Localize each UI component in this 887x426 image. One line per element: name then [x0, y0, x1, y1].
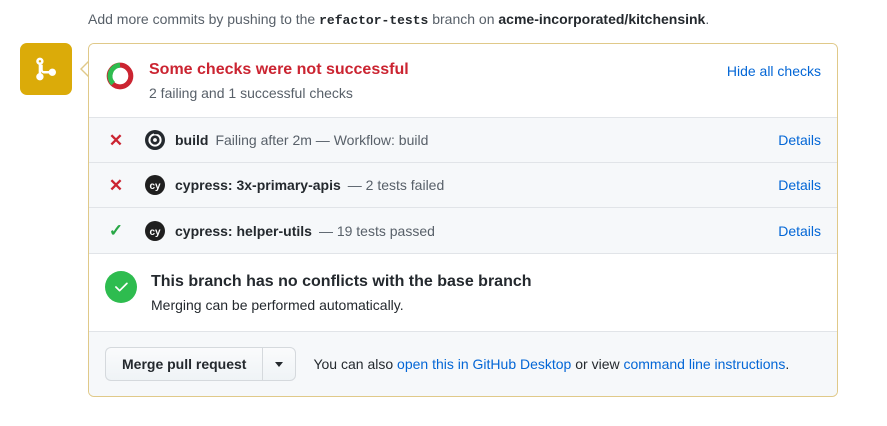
checks-list: ✕ build Failing after 2m — Workflow: bui…: [89, 117, 837, 253]
repo-name: acme-incorporated/kitchensink: [498, 11, 706, 27]
table-row[interactable]: ✕ build Failing after 2m — Workflow: bui…: [89, 118, 837, 163]
check-status-pass-icon: ✓: [108, 221, 124, 240]
merge-pull-request-button[interactable]: Merge pull request: [105, 347, 263, 381]
checks-header: Some checks were not successful 2 failin…: [89, 44, 837, 117]
merge-options-dropdown-button[interactable]: [262, 347, 297, 381]
merge-conflict-status: This branch has no conflicts with the ba…: [89, 253, 837, 331]
check-status-fail-icon: ✕: [108, 175, 124, 195]
check-circle-icon: [105, 271, 137, 303]
footer-text-middle: or view: [571, 356, 624, 372]
merge-footer: Merge pull request You can also open thi…: [89, 331, 837, 396]
merge-status-box: Some checks were not successful 2 failin…: [88, 43, 838, 397]
svg-text:cy: cy: [149, 227, 161, 238]
git-merge-icon: [36, 57, 56, 81]
check-description: — 2 tests failed: [347, 177, 445, 193]
branch-name: refactor-tests: [319, 13, 429, 28]
check-status-fail-icon: ✕: [108, 130, 124, 150]
conflict-title: This branch has no conflicts with the ba…: [151, 273, 532, 290]
checks-status-subtitle: 2 failing and 1 successful checks: [149, 85, 353, 101]
checks-status-title: Some checks were not successful: [149, 61, 409, 78]
check-details-link[interactable]: Details: [778, 222, 821, 239]
check-details-link[interactable]: Details: [778, 132, 821, 148]
check-name: cypress: 3x-primary-apis: [175, 177, 341, 193]
open-in-github-desktop-link[interactable]: open this in GitHub Desktop: [397, 356, 572, 372]
merge-conflict-text: This branch has no conflicts with the ba…: [151, 271, 532, 315]
footer-text-after: .: [785, 356, 790, 372]
cypress-icon: cy: [145, 175, 165, 195]
avatar: [20, 43, 72, 95]
merge-button-group: Merge pull request: [105, 347, 297, 381]
check-description: Failing after 2m — Workflow: build: [215, 132, 429, 148]
checks-header-text: Some checks were not successful 2 failin…: [149, 59, 727, 103]
github-actions-icon: [145, 130, 165, 150]
footer-text-before: You can also: [313, 356, 398, 372]
note-prefix: Add more commits by pushing to the: [88, 11, 320, 27]
note-suffix: .: [705, 11, 710, 27]
table-row[interactable]: ✓ cy cypress: helper-utils — 19 tests pa…: [89, 208, 837, 253]
hide-all-checks-link[interactable]: Hide all checks: [726, 63, 821, 79]
note-middle: branch on: [428, 11, 499, 27]
command-line-instructions-link[interactable]: command line instructions: [623, 356, 786, 372]
partial-failure-donut-icon: [105, 61, 135, 96]
conflict-subtitle: Merging can be performed automatically.: [151, 297, 404, 313]
check-name: cypress: helper-utils: [175, 222, 312, 239]
push-more-commits-note: Add more commits by pushing to the refac…: [88, 9, 709, 31]
callout-arrow-fill: [82, 60, 91, 78]
chevron-down-icon: [275, 361, 284, 367]
check-description: — 19 tests passed: [318, 222, 435, 239]
check-details-link[interactable]: Details: [778, 177, 821, 193]
cypress-icon: cy: [145, 220, 165, 241]
check-name: build: [175, 132, 209, 148]
svg-text:cy: cy: [149, 181, 161, 192]
merge-footer-text: You can also open this in GitHub Desktop…: [313, 356, 789, 372]
table-row[interactable]: ✕ cy cypress: 3x-primary-apis — 2 tests …: [89, 163, 837, 208]
